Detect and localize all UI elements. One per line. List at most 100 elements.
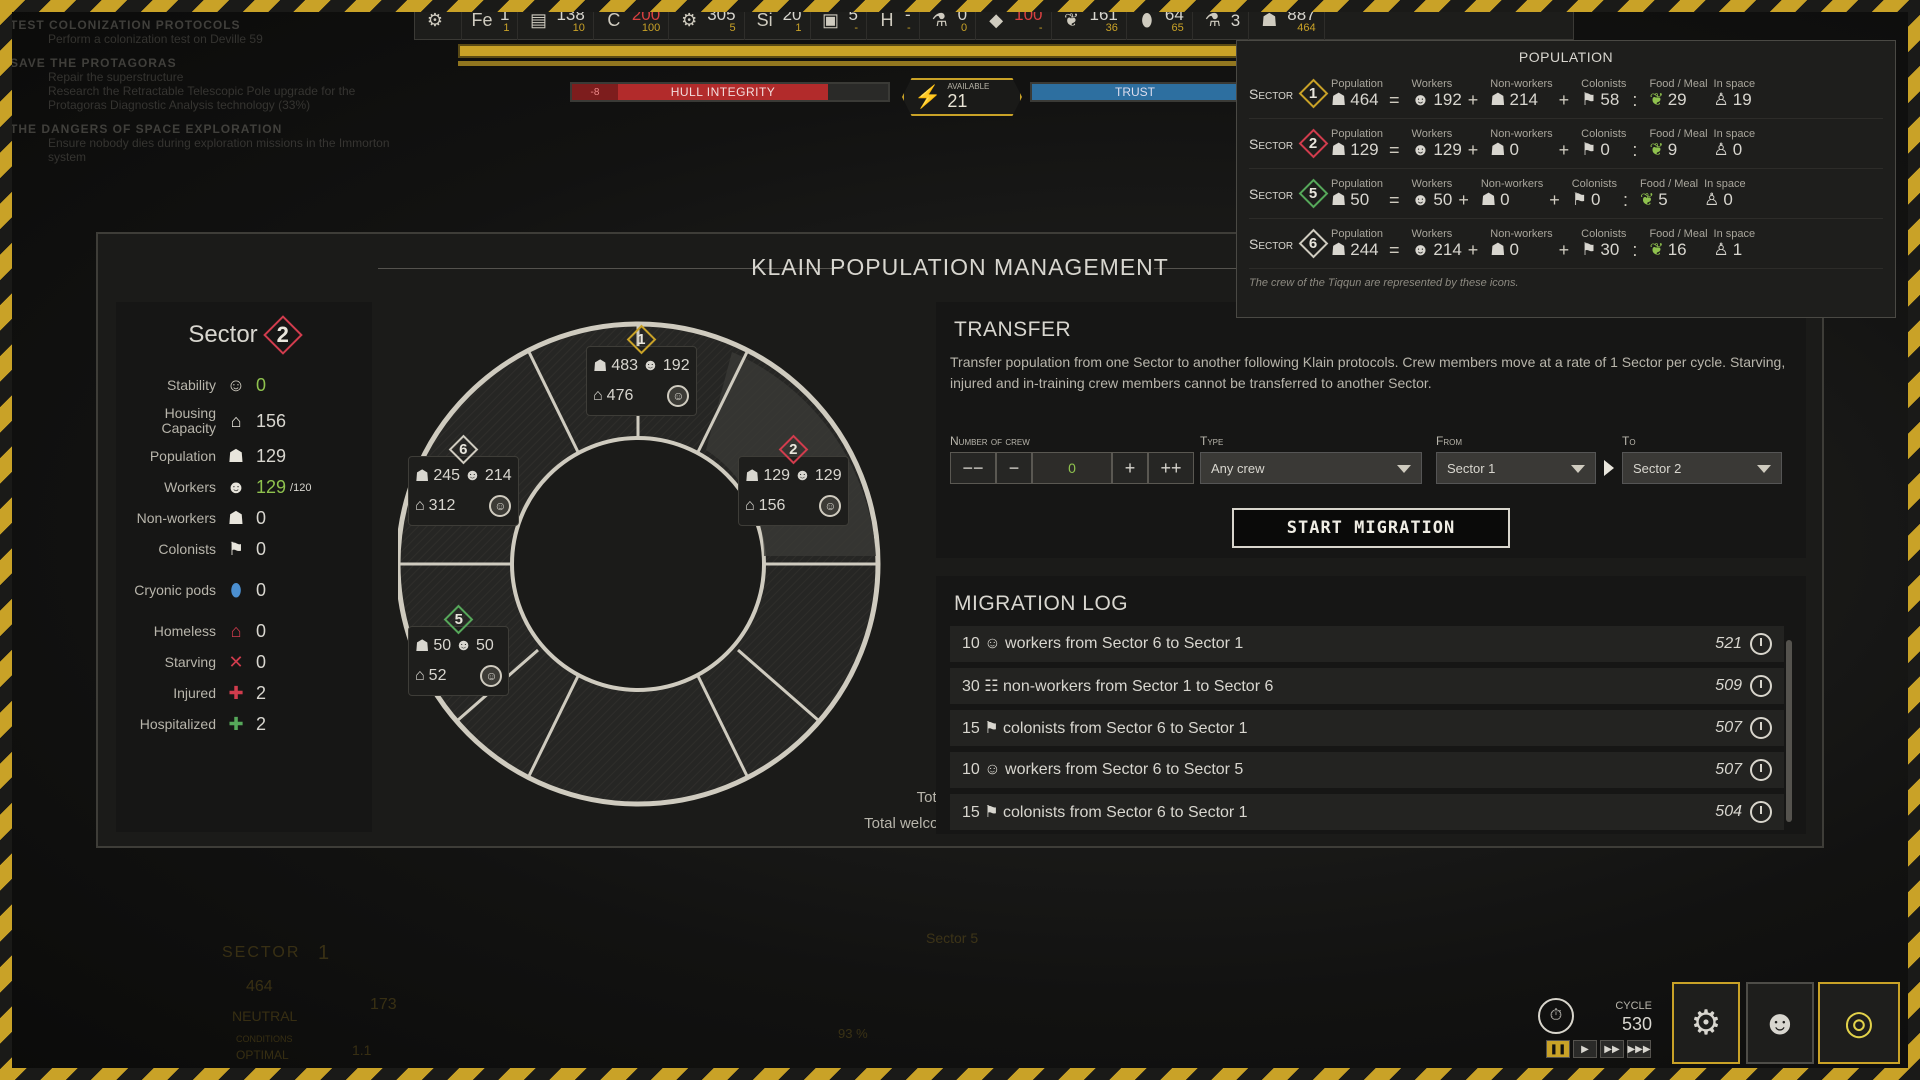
inspace-value: 0 <box>1732 139 1743 159</box>
operator: + <box>1558 240 1570 260</box>
node-row: ☗50 ☻50 <box>415 631 502 661</box>
resource-amount: 1 <box>500 5 510 24</box>
crystal-icon: ◆ <box>989 9 1004 30</box>
energy-bolt-icon: ⚡ <box>914 84 942 109</box>
operator: + <box>1549 190 1560 210</box>
play-button[interactable]: ▶ <box>1573 1040 1597 1058</box>
system-map-button[interactable]: ◎ <box>1818 982 1900 1064</box>
food-cell: Food / Meal❦9 <box>1649 128 1707 160</box>
bg-sector-label: SECTOR <box>222 944 301 961</box>
house-icon: ⌂ <box>593 387 603 404</box>
operator: + <box>1467 240 1479 260</box>
population-header: Population <box>1331 227 1383 240</box>
colonists-value: 0 <box>1600 139 1610 159</box>
cycle-label: CYCLE <box>1615 1000 1652 1012</box>
food-value-row: ❦16 <box>1649 240 1686 260</box>
sector-node-5[interactable]: 5☗50 ☻50⌂52☺ <box>408 611 510 696</box>
population-value: 129 <box>1350 139 1379 159</box>
increment-many-button[interactable]: ++ <box>1148 452 1194 484</box>
fastest-button[interactable]: ▶▶▶ <box>1627 1040 1651 1058</box>
type-select[interactable]: Any crew <box>1200 452 1422 484</box>
stat-row: Housing Capacity⌂156 <box>116 401 372 441</box>
colonist-icon: ⚑ <box>227 539 245 559</box>
stat-label: Housing Capacity <box>161 405 216 436</box>
food-header: Food / Meal <box>1639 177 1699 190</box>
workers-value-row: ☻129 <box>1412 140 1462 160</box>
log-cycle: 507 <box>1715 719 1742 736</box>
bg-value: 1.1 <box>352 1042 372 1058</box>
sector-number: 1 <box>637 330 646 348</box>
cycle-controls: ⏱ CYCLE 530 ❚❚ ▶ ▶▶ ▶▶▶ <box>1538 990 1652 1058</box>
food-cell: Food / Meal❦16 <box>1649 228 1707 260</box>
sector-diamond-icon: 1 <box>629 327 653 351</box>
crew-view-button[interactable]: ☻ <box>1746 982 1814 1064</box>
sector-node-2[interactable]: 2☗129 ☻129⌂156☺ <box>738 441 849 526</box>
food-icon: ❦ <box>1063 9 1080 30</box>
resource-rate: - <box>1038 22 1043 34</box>
to-select[interactable]: Sector 2 <box>1622 452 1782 484</box>
pause-button[interactable]: ❚❚ <box>1546 1040 1570 1058</box>
nonworkers-value-row: ☗0 <box>1490 240 1519 260</box>
decrement-button[interactable]: − <box>996 452 1032 484</box>
sector-node-6[interactable]: 6☗245 ☻214⌂312☺ <box>408 441 519 526</box>
sector-diamond-icon: 1 <box>1301 82 1325 106</box>
workers-header: Workers <box>1411 177 1453 190</box>
hull-label: HULL INTEGRITY <box>618 84 828 100</box>
stat-label: Stability <box>166 377 216 394</box>
inspace-icon: ♙ <box>1713 239 1729 259</box>
resource-amount: 200 <box>631 5 661 24</box>
crew-count-input[interactable]: 0 <box>1032 452 1112 484</box>
decrement-many-button[interactable]: −− <box>950 452 996 484</box>
stability-icon: ☺ <box>226 375 246 395</box>
resource-rate: 65 <box>1171 22 1184 34</box>
log-text: 30 ☷ non-workers from Sector 1 to Sector… <box>962 678 1274 695</box>
stat-value: 129 <box>256 446 287 466</box>
sector-diamond-icon: 5 <box>447 607 471 631</box>
hydrogen-icon: H <box>880 9 894 30</box>
resource-item[interactable]: ⚙ <box>415 0 462 40</box>
start-migration-button[interactable]: START MIGRATION <box>1232 508 1510 548</box>
stat-row: Population☗129 <box>116 441 372 472</box>
resource-item[interactable]: ▣5- <box>811 0 867 40</box>
resource-item[interactable]: ◆100- <box>976 0 1052 40</box>
log-cycle: 504 <box>1715 803 1742 820</box>
resource-item[interactable]: H-- <box>867 0 920 40</box>
log-scrollbar[interactable] <box>1786 640 1792 822</box>
hull-change: -8 <box>572 84 618 100</box>
klain-management-button[interactable]: ⚙ <box>1672 982 1740 1064</box>
bg-energy: 173 <box>370 996 397 1013</box>
resource-item[interactable]: ⚗3 <box>1193 0 1250 40</box>
resource-rate: 36 <box>1105 22 1118 34</box>
inspace-cell: In space♙19 <box>1714 78 1756 110</box>
resource-amount: 138 <box>556 5 585 24</box>
from-select[interactable]: Sector 1 <box>1436 452 1596 484</box>
sector-node-1[interactable]: 1☗483 ☻192⌂476☺ <box>586 331 697 416</box>
food-value: 16 <box>1667 239 1687 259</box>
node-housing: 312 <box>428 497 456 514</box>
food-value-row: ❦9 <box>1649 140 1677 160</box>
population-header: Population <box>1331 127 1383 140</box>
increment-button[interactable]: + <box>1112 452 1148 484</box>
sector-diamond-icon: 2 <box>1301 132 1325 156</box>
colonists-header: Colonists <box>1581 227 1627 240</box>
resource-rate: 5 <box>729 22 736 34</box>
stat-row: Non-workers☗0 <box>116 503 372 534</box>
clock-icon <box>1750 675 1772 697</box>
house-icon: ⌂ <box>415 667 425 684</box>
transfer-panel: TRANSFER Transfer population from one Se… <box>936 302 1806 558</box>
colonists-value: 30 <box>1600 239 1620 259</box>
node-row: ⌂312☺ <box>415 491 512 521</box>
workers-header: Workers <box>1411 127 1453 140</box>
workers-value: 192 <box>1433 89 1462 109</box>
fast-button[interactable]: ▶▶ <box>1600 1040 1624 1058</box>
